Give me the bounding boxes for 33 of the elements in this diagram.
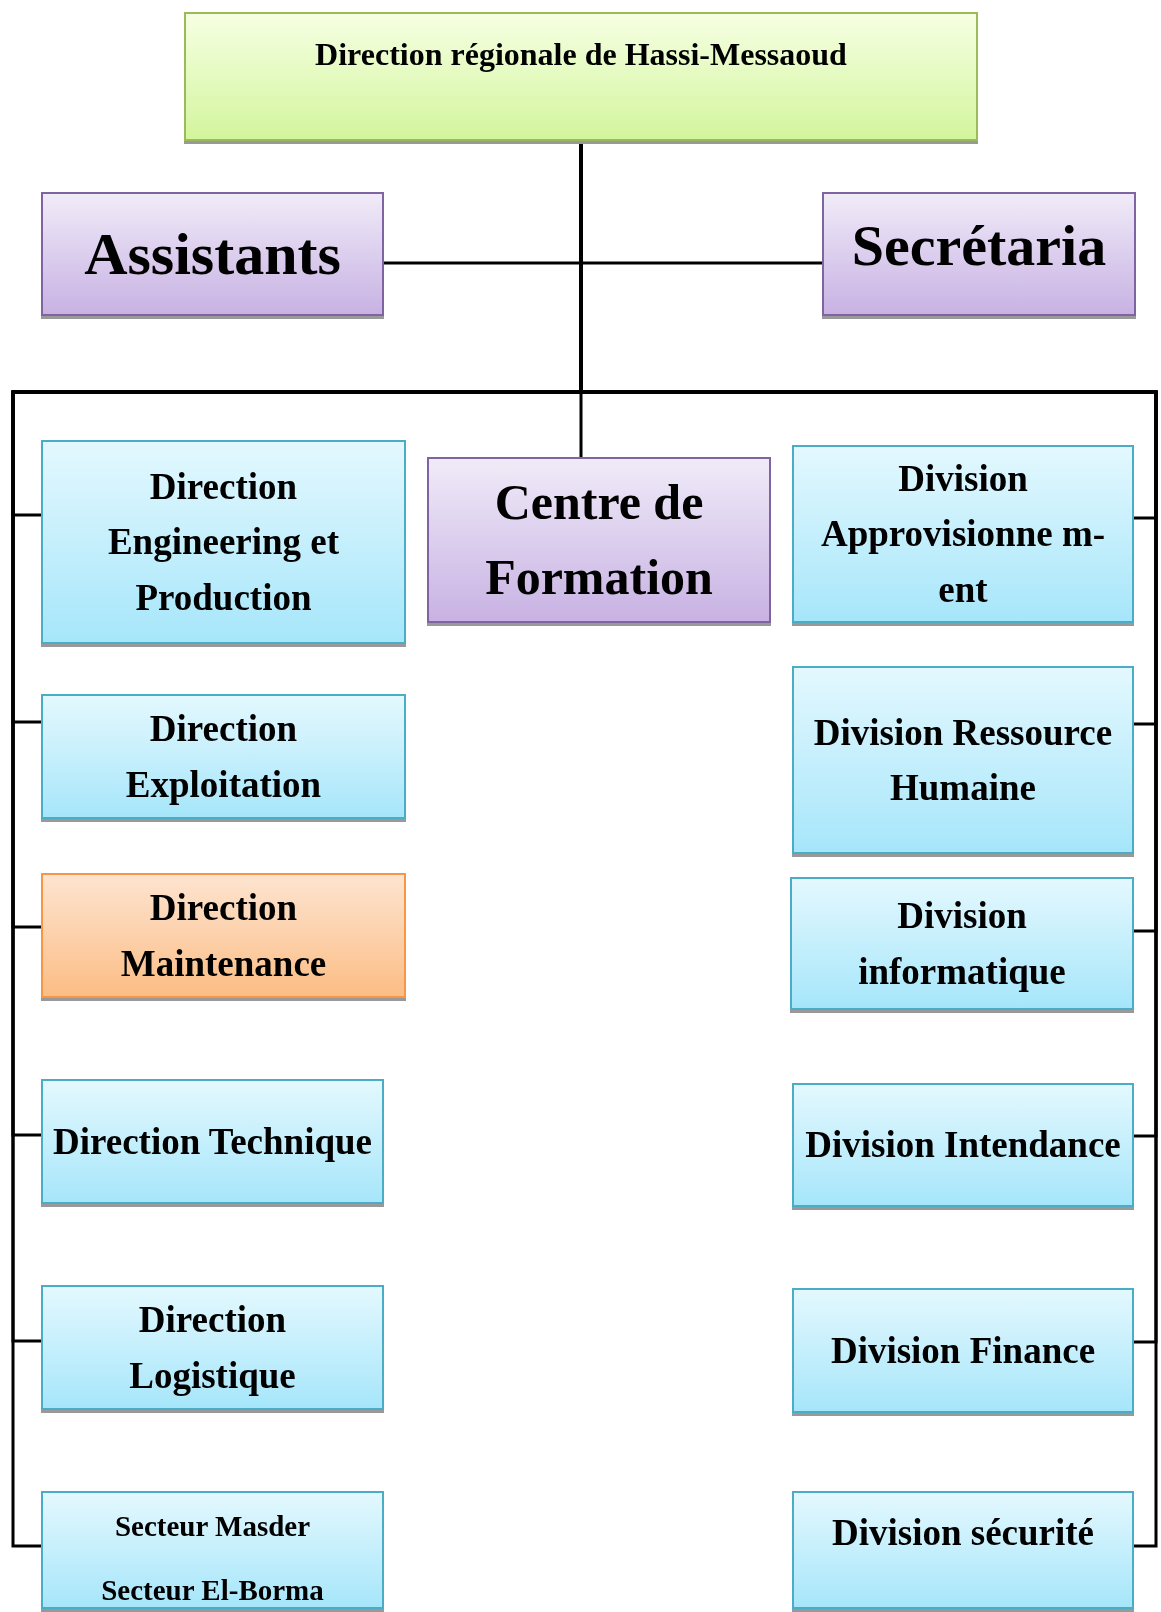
org-box	[41, 440, 406, 644]
box-label: Secteur Masder	[114, 1509, 311, 1544]
box-label: Assistants	[84, 220, 341, 289]
org-box	[792, 1083, 1134, 1207]
org-box	[792, 445, 1134, 623]
box-label: Direction Exploitation	[124, 707, 323, 807]
box-label: Centre de Formation	[484, 473, 714, 607]
box-label: Direction régionale de Hassi-Messaoud	[315, 35, 847, 74]
org-box	[41, 694, 406, 819]
box-label: Secrétaria	[851, 212, 1107, 280]
org-box	[41, 1491, 384, 1609]
box-label: Direction Maintenance	[119, 886, 328, 986]
box-label: Division Approvisionne m-ent	[819, 456, 1107, 612]
box-label: Direction Logistique	[128, 1298, 297, 1398]
box-label: Direction Engineering et Production	[106, 464, 341, 620]
box-label: Direction Technique	[53, 1119, 372, 1164]
org-box	[41, 1285, 384, 1410]
box-label: Division sécurité	[831, 1511, 1095, 1555]
box-label: Division Finance	[830, 1328, 1096, 1373]
org-box	[41, 192, 384, 316]
org-box	[792, 1288, 1134, 1413]
box-label: Division Intendance	[805, 1123, 1121, 1168]
org-box	[790, 877, 1134, 1010]
box-label: Division informatique	[857, 894, 1067, 994]
org-box	[427, 457, 771, 623]
org-box	[41, 873, 406, 998]
org-box	[792, 666, 1134, 854]
box-label: Division Ressource Humaine	[812, 710, 1114, 810]
org-box	[822, 192, 1136, 316]
org-box	[184, 12, 978, 141]
org-box	[792, 1491, 1134, 1609]
org-box	[41, 1079, 384, 1204]
box-label: Secteur El-Borma	[101, 1572, 324, 1608]
